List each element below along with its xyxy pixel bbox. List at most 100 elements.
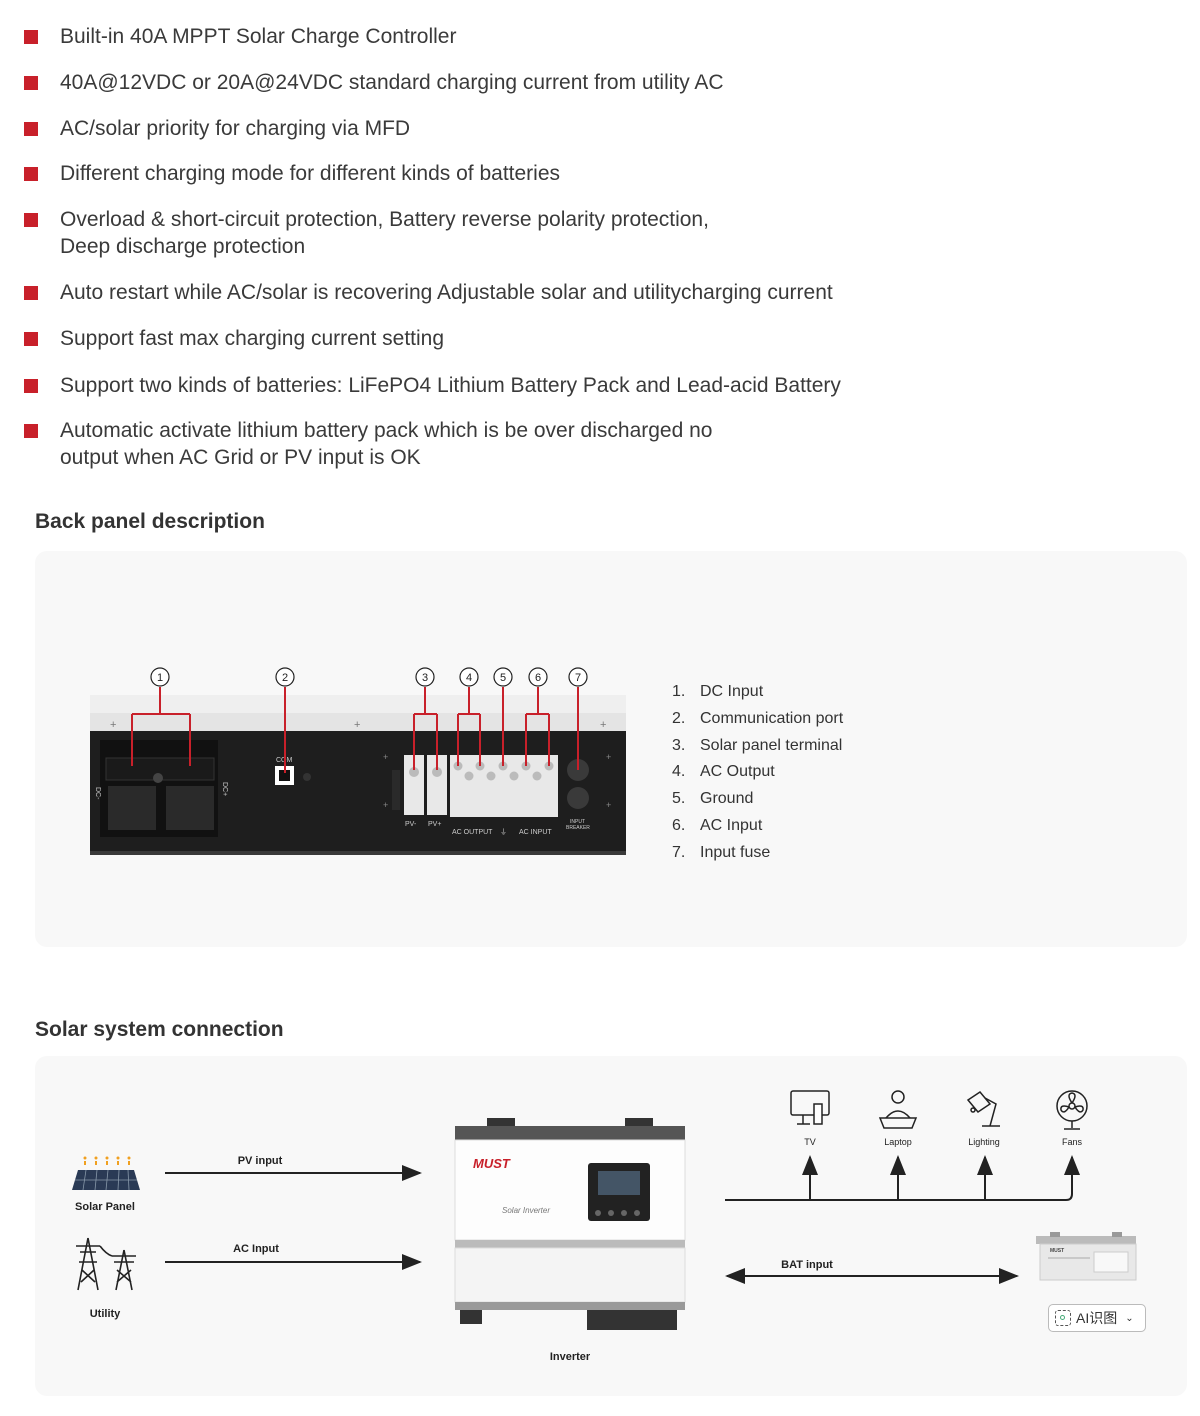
load-bus-line bbox=[725, 1170, 1073, 1201]
callout-circle bbox=[150, 667, 170, 687]
legend-label: DC Input bbox=[700, 683, 764, 700]
utility-pylon-icon bbox=[76, 1237, 136, 1291]
screw-icon: + bbox=[383, 800, 388, 810]
ac-input-label: AC Input bbox=[233, 1243, 279, 1255]
legend-number: 1. bbox=[672, 683, 686, 700]
inverter-device bbox=[454, 1118, 686, 1330]
back-panel-title: Back panel description bbox=[35, 510, 265, 533]
legend-label: Solar panel terminal bbox=[700, 736, 843, 754]
inverter-label: Inverter bbox=[550, 1351, 591, 1363]
ai-image-recognition-button[interactable]: AI识图 ⌄ bbox=[1048, 1304, 1146, 1332]
legend-item: 4. AC Output bbox=[672, 763, 843, 790]
dc-terminal-screw-icon bbox=[153, 773, 163, 783]
feature-item: AC/solar priority for charging via MFD bbox=[24, 115, 1024, 142]
legend-item: 7.Input fuse bbox=[672, 844, 843, 871]
bullet-square-icon bbox=[24, 122, 38, 136]
side-port bbox=[392, 770, 400, 810]
laptop-user-icon bbox=[878, 1090, 918, 1129]
legend-item: 3. Solar panel terminal bbox=[672, 737, 843, 764]
callout-circle bbox=[568, 667, 588, 687]
load-label-fans: Fans bbox=[1062, 1137, 1083, 1147]
com-port-inner bbox=[279, 770, 290, 781]
pv-input-label: PV input bbox=[238, 1155, 283, 1167]
ground-icon: ⏚ bbox=[500, 828, 507, 836]
inverter-model-text: Solar Inverter bbox=[502, 1206, 550, 1215]
legend-label: Ground bbox=[700, 790, 754, 808]
callout-circle bbox=[528, 667, 548, 687]
callout-circle bbox=[493, 667, 513, 687]
legend-number: 4. bbox=[672, 763, 686, 781]
solar-panel-icon bbox=[72, 1156, 140, 1191]
feature-text: Support two kinds of batteries: LiFePO4 … bbox=[60, 374, 841, 397]
feature-item: Support fast max charging current settin… bbox=[24, 325, 1024, 352]
feature-item: Built-in 40A MPPT Solar Charge Controlle… bbox=[24, 23, 1024, 50]
legend-label: AC Output bbox=[700, 763, 775, 781]
load-label-lighting: Lighting bbox=[968, 1137, 1000, 1147]
load-label-tv: TV bbox=[804, 1137, 816, 1147]
feature-item: Automatic activate lithium battery pack … bbox=[24, 417, 1024, 471]
battery-icon bbox=[1036, 1232, 1137, 1281]
utility-label: Utility bbox=[90, 1308, 121, 1320]
ac-output-label: AC OUTPUT bbox=[452, 829, 493, 836]
device-top-strip bbox=[90, 695, 626, 713]
screw-icon: + bbox=[354, 719, 360, 731]
tv-icon bbox=[790, 1090, 830, 1125]
feature-text: AC/solar priority for charging via MFD bbox=[60, 117, 411, 140]
terminal-screw-icon bbox=[464, 771, 474, 781]
dc-terminal-slot bbox=[166, 786, 214, 830]
dc-plus-label: DC+ bbox=[221, 782, 228, 796]
legend-number: 5. bbox=[672, 790, 686, 808]
bullet-square-icon bbox=[24, 332, 38, 346]
legend-number: 3. bbox=[672, 736, 686, 754]
bat-input-label: BAT input bbox=[781, 1259, 833, 1271]
feature-item: Auto restart while AC/solar is recoverin… bbox=[24, 279, 1024, 306]
ac-input-label: AC INPUT bbox=[519, 829, 552, 836]
legend-label: AC Input bbox=[700, 816, 763, 834]
pv-minus-label: PV- bbox=[405, 821, 417, 828]
legend-number: 6. bbox=[672, 816, 686, 834]
feature-text: Support fast max charging current settin… bbox=[60, 327, 445, 350]
device-foot bbox=[90, 851, 626, 855]
feature-item: Overload & short-circuit protection, Bat… bbox=[24, 206, 1024, 260]
terminal-screw-icon bbox=[532, 771, 542, 781]
input-fuse-knob bbox=[567, 787, 589, 809]
feature-text: Overload & short-circuit protection, Bat… bbox=[60, 208, 709, 258]
terminal-screw-icon bbox=[432, 767, 442, 777]
legend-label: Communication port bbox=[700, 709, 844, 727]
bullet-square-icon bbox=[24, 76, 38, 90]
pv-terminal bbox=[404, 755, 424, 815]
callout-markers: 1 2 3 4 5 6 7 bbox=[150, 667, 588, 687]
callout-leaders bbox=[131, 687, 579, 773]
fan-icon bbox=[1056, 1090, 1088, 1130]
legend-item: 2.Communication port bbox=[672, 710, 843, 737]
callout-number: 6 bbox=[535, 672, 541, 684]
screw-icon: + bbox=[383, 752, 388, 762]
callout-number: 4 bbox=[466, 672, 472, 684]
feature-text: Built-in 40A MPPT Solar Charge Controlle… bbox=[60, 25, 457, 48]
bullet-square-icon bbox=[24, 424, 38, 438]
feature-text: Auto restart while AC/solar is recoverin… bbox=[60, 281, 833, 304]
scan-icon bbox=[1055, 1310, 1071, 1326]
bullet-square-icon bbox=[24, 167, 38, 181]
back-panel-diagram: + + + DC- DC+ COM PV- PV+ AC OUTPUT ⏚ AC… bbox=[90, 667, 626, 855]
device-top-strip-shade bbox=[90, 713, 626, 731]
callout-number: 1 bbox=[157, 672, 163, 684]
pv-plus-label: PV+ bbox=[428, 821, 441, 828]
bullet-square-icon bbox=[24, 379, 38, 393]
chevron-down-icon: ⌄ bbox=[1125, 1312, 1134, 1324]
feature-text: Different charging mode for different ki… bbox=[60, 162, 561, 185]
legend-item: 1. DC Input bbox=[672, 683, 843, 710]
dc-minus-label: DC- bbox=[94, 787, 101, 800]
callout-leader-3 bbox=[413, 687, 438, 770]
solar-connection-title: Solar system connection bbox=[35, 1018, 284, 1041]
terminal-screw-icon bbox=[486, 771, 496, 781]
feature-text: 40A@12VDC or 20A@24VDC standard charging… bbox=[60, 71, 724, 94]
terminal-screw-icon bbox=[509, 771, 519, 781]
screw-icon: + bbox=[600, 719, 606, 731]
bullet-square-icon bbox=[24, 213, 38, 227]
legend-item: 6. AC Input bbox=[672, 817, 843, 844]
solar-connection-diagram: Solar Panel Utility PV input AC Input MU… bbox=[72, 1090, 1137, 1363]
breaker-label-line1: INPUT bbox=[570, 819, 585, 825]
inverter-brand-logo: MUST bbox=[473, 1156, 511, 1171]
callout-number: 7 bbox=[575, 672, 581, 684]
